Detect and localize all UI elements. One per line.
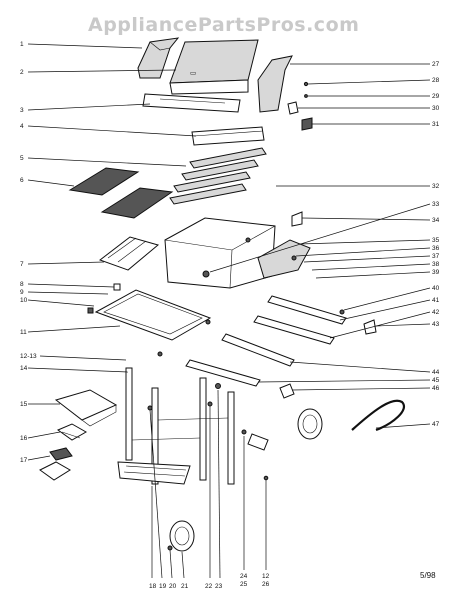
callout-37: 37 [432, 253, 440, 260]
leader-lines [27, 43, 431, 579]
callout-22: 22 [205, 583, 213, 590]
callout-32: 32 [432, 183, 440, 190]
callout-2: 2 [20, 69, 24, 76]
callout-9: 9 [20, 289, 24, 296]
callout-43: 43 [432, 321, 440, 328]
part-lid-handle-bar[interactable] [142, 93, 241, 113]
callout-23: 23 [215, 583, 223, 590]
part-flavorizer-bars[interactable] [169, 147, 267, 205]
part-frame-top[interactable] [94, 289, 212, 341]
part-catch-pan-holder[interactable] [56, 423, 88, 441]
part-gas-hose[interactable] [351, 399, 405, 432]
callout-46: 46 [432, 385, 440, 392]
callout-5: 5 [20, 155, 24, 162]
callout-31: 31 [432, 121, 440, 128]
callout-10: 10 [20, 297, 28, 304]
part-briquette-grate[interactable] [98, 236, 160, 271]
part-cooking-grates[interactable] [68, 167, 174, 219]
part-wheel-left[interactable] [169, 520, 195, 552]
callout-40: 40 [432, 285, 440, 292]
callout-42: 42 [432, 309, 440, 316]
callout-labels-left: 1 2 3 4 5 6 7 8 9 10 11 12-13 14 15 16 1… [20, 41, 37, 464]
part-wheel-right[interactable] [297, 408, 323, 440]
callout-45: 45 [432, 377, 440, 384]
part-right-crossbars[interactable] [253, 295, 347, 345]
callout-6: 6 [20, 177, 24, 184]
callout-29: 29 [432, 93, 440, 100]
callout-labels-right: 27 28 29 30 31 32 33 34 35 36 37 38 39 4… [432, 61, 440, 428]
part-left-end-cap[interactable] [137, 37, 180, 79]
callout-3: 3 [20, 107, 24, 114]
callout-39: 39 [432, 269, 440, 276]
callout-24: 24 [240, 573, 248, 580]
callout-11: 11 [20, 329, 27, 336]
svg-text:▭: ▭ [190, 70, 196, 77]
callout-12-bottom: 12 [262, 573, 270, 580]
callout-8: 8 [20, 281, 24, 288]
callout-36: 36 [432, 245, 440, 252]
callout-7: 7 [20, 261, 24, 268]
callout-30: 30 [432, 105, 440, 112]
callout-18: 18 [149, 583, 157, 590]
callout-17: 17 [20, 457, 28, 464]
callout-27: 27 [432, 61, 440, 68]
callout-26: 26 [262, 581, 270, 588]
callout-44: 44 [432, 369, 440, 376]
callout-20: 20 [169, 583, 177, 590]
callout-25: 25 [240, 581, 248, 588]
callout-16: 16 [20, 435, 28, 442]
callout-38: 38 [432, 261, 440, 268]
callout-33: 33 [432, 201, 440, 208]
part-drip-tray[interactable] [39, 447, 73, 481]
part-bottom-shelf[interactable] [117, 461, 191, 485]
part-right-end-cap[interactable] [257, 55, 293, 113]
callout-labels-bottom: 18 19 20 21 22 23 24 25 12 26 [149, 573, 270, 590]
callout-1: 1 [20, 41, 24, 48]
callout-12-13: 12-13 [20, 353, 37, 360]
part-hardware [87, 81, 377, 551]
callout-47: 47 [432, 421, 440, 428]
part-lid[interactable]: ▭ [169, 39, 259, 95]
callout-21: 21 [181, 583, 189, 590]
callout-14: 14 [20, 365, 28, 372]
callout-35: 35 [432, 237, 440, 244]
part-catch-pan[interactable] [54, 389, 118, 427]
date-code: 5/98 [420, 571, 436, 580]
callout-28: 28 [432, 77, 440, 84]
part-warming-rack[interactable] [191, 126, 265, 146]
callout-41: 41 [432, 297, 440, 304]
callout-15: 15 [20, 401, 28, 408]
callout-19: 19 [159, 583, 167, 590]
callout-4: 4 [20, 123, 24, 130]
part-control-panel[interactable] [257, 239, 311, 279]
watermark: AppliancePartsPros.com [88, 14, 359, 36]
part-lower-crossbars[interactable] [185, 333, 295, 387]
callout-34: 34 [432, 217, 440, 224]
part-cookbox[interactable] [164, 217, 276, 289]
